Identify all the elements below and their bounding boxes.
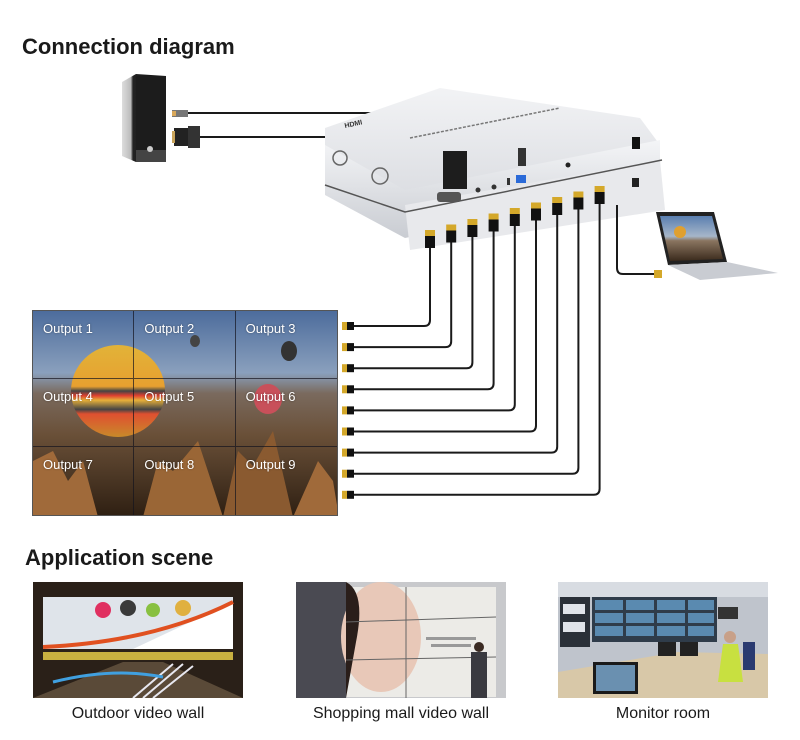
connection-diagram-title: Connection diagram [22,34,235,59]
hdmi-plug-body-8 [573,197,584,210]
hdmi-connector-device-8 [573,191,584,198]
scene-caption-outdoor: Outdoor video wall [71,705,205,722]
hdmi-connector-device-9 [594,186,605,192]
video-wall-tile-output-2: Output 2 [134,311,236,379]
scene-image-shopping-mall [296,582,506,698]
hdmi-connector-wall-3 [342,364,347,373]
hdmi-connector-device-4 [488,213,499,220]
laptop [656,212,778,280]
video-wall-tile-output-3: Output 3 [235,311,337,379]
person-silhouette [471,652,487,698]
switch-button [475,187,481,193]
hdmi-plug-wall-body-6 [347,427,354,436]
hdmi-connector-wall-4 [342,385,347,394]
balloon-small [281,341,297,361]
hdmi-connector-wall-6 [342,427,347,436]
controller-model-label [409,107,561,139]
hdmi-plug-body-9 [594,192,605,204]
scene-image-monitor-room [558,582,768,698]
hdmi-connector-wall-1 [342,322,347,330]
ir-sensor [507,178,510,185]
hdmi-output-cable-1 [352,248,431,327]
output-cables [342,186,605,499]
balloon-large [71,345,165,437]
hdmi-plug-wall-body-4 [347,385,354,394]
hdmi-plug-body-4 [488,219,499,232]
balloon-small [190,335,200,347]
hdmi-connector-wall-8 [342,469,347,478]
hdmi-plug-body-2 [446,230,457,243]
hdmi-connector-device-3 [467,219,478,225]
hdmi-connector-device-2 [446,224,457,231]
hdmi-output-cable-6 [352,220,537,433]
fan-icon [371,167,389,185]
usb-port [516,175,526,183]
operator-vest [718,644,743,682]
hdmi-connector-wall-5 [342,406,347,415]
usb-plug [518,148,526,166]
video-wall-tile-output-9: Output 9 [245,457,296,472]
video-wall-tile-output-5: Output 5 [134,379,236,447]
connection-diagram: HDMI [122,74,778,499]
hdmi-plug-wall-body-5 [347,406,354,415]
controller-brand-label: HDMI [344,119,363,130]
hdmi-connector-device-1 [425,230,435,236]
desktop-pc [122,74,166,162]
hdmi-plug-body-5 [509,214,520,226]
usb-connector-pc [172,110,188,117]
hdmi-output-cable-9 [352,204,601,496]
hdmi-connector-device-5 [509,208,520,214]
hdmi-output-cable-4 [352,231,495,391]
video-wall-tile-output-6: Output 6 [235,379,337,447]
video-wall-tile-output-8: Output 8 [134,447,236,515]
hdmi-connector-wall-7 [342,448,347,457]
hdmi-loop-cable [616,205,655,275]
serial-connector-pc [172,126,200,148]
serial-plug [443,151,467,189]
scene-image-outdoor [33,582,243,698]
hdmi-output-cable-8 [352,209,580,475]
hdmi-plug-body-6 [531,208,541,221]
hdmi-plug-wall-body-2 [347,343,354,352]
hdmi-plug-wall-body-1 [347,322,354,330]
mode-button [491,184,497,190]
fan-icon [332,150,348,166]
hdmi-connector-device-6 [531,202,541,209]
scene-caption-shopping-mall: Shopping mall video wall [312,705,490,722]
hdmi-connector-device-7 [552,197,563,203]
hdmi-plug-wall-body-7 [347,448,354,457]
audio-jack [565,162,571,168]
video-wall-tile-output-4: Output 4 [33,379,135,447]
hdmi-plug-wall-body-3 [347,364,354,373]
hdmi-output-cable-7 [352,215,559,454]
hdmi-plug-body-1 [425,236,435,248]
hdmi-output-cable-5 [352,226,516,412]
application-scene-title: Application scene [25,545,214,570]
hdmi-plug-body-3 [467,225,478,237]
scene-caption-monitor-room: Monitor room [615,705,711,722]
power-button-icon [147,146,153,152]
video-wall-image [33,311,337,515]
balloon-red [254,384,282,414]
rs232-port [437,192,461,202]
video-wall-tile-output-1: Output 1 [33,311,135,379]
dc-power-port [632,178,639,187]
hdmi-plug-wall-body-9 [347,490,354,499]
hdmi-connector-wall-2 [342,343,347,352]
video-wall-tile-output-7: Output 7 [33,447,135,515]
hdmi-plug-body-7 [552,203,563,215]
power-switch [632,137,640,149]
hdmi-output-cable-3 [352,237,474,370]
hdmi-plug-wall-body-8 [347,469,354,478]
hdmi-connector-wall-9 [342,490,347,499]
hdmi-output-cable-2 [352,242,453,349]
hdmi-connector-laptop [654,270,662,278]
